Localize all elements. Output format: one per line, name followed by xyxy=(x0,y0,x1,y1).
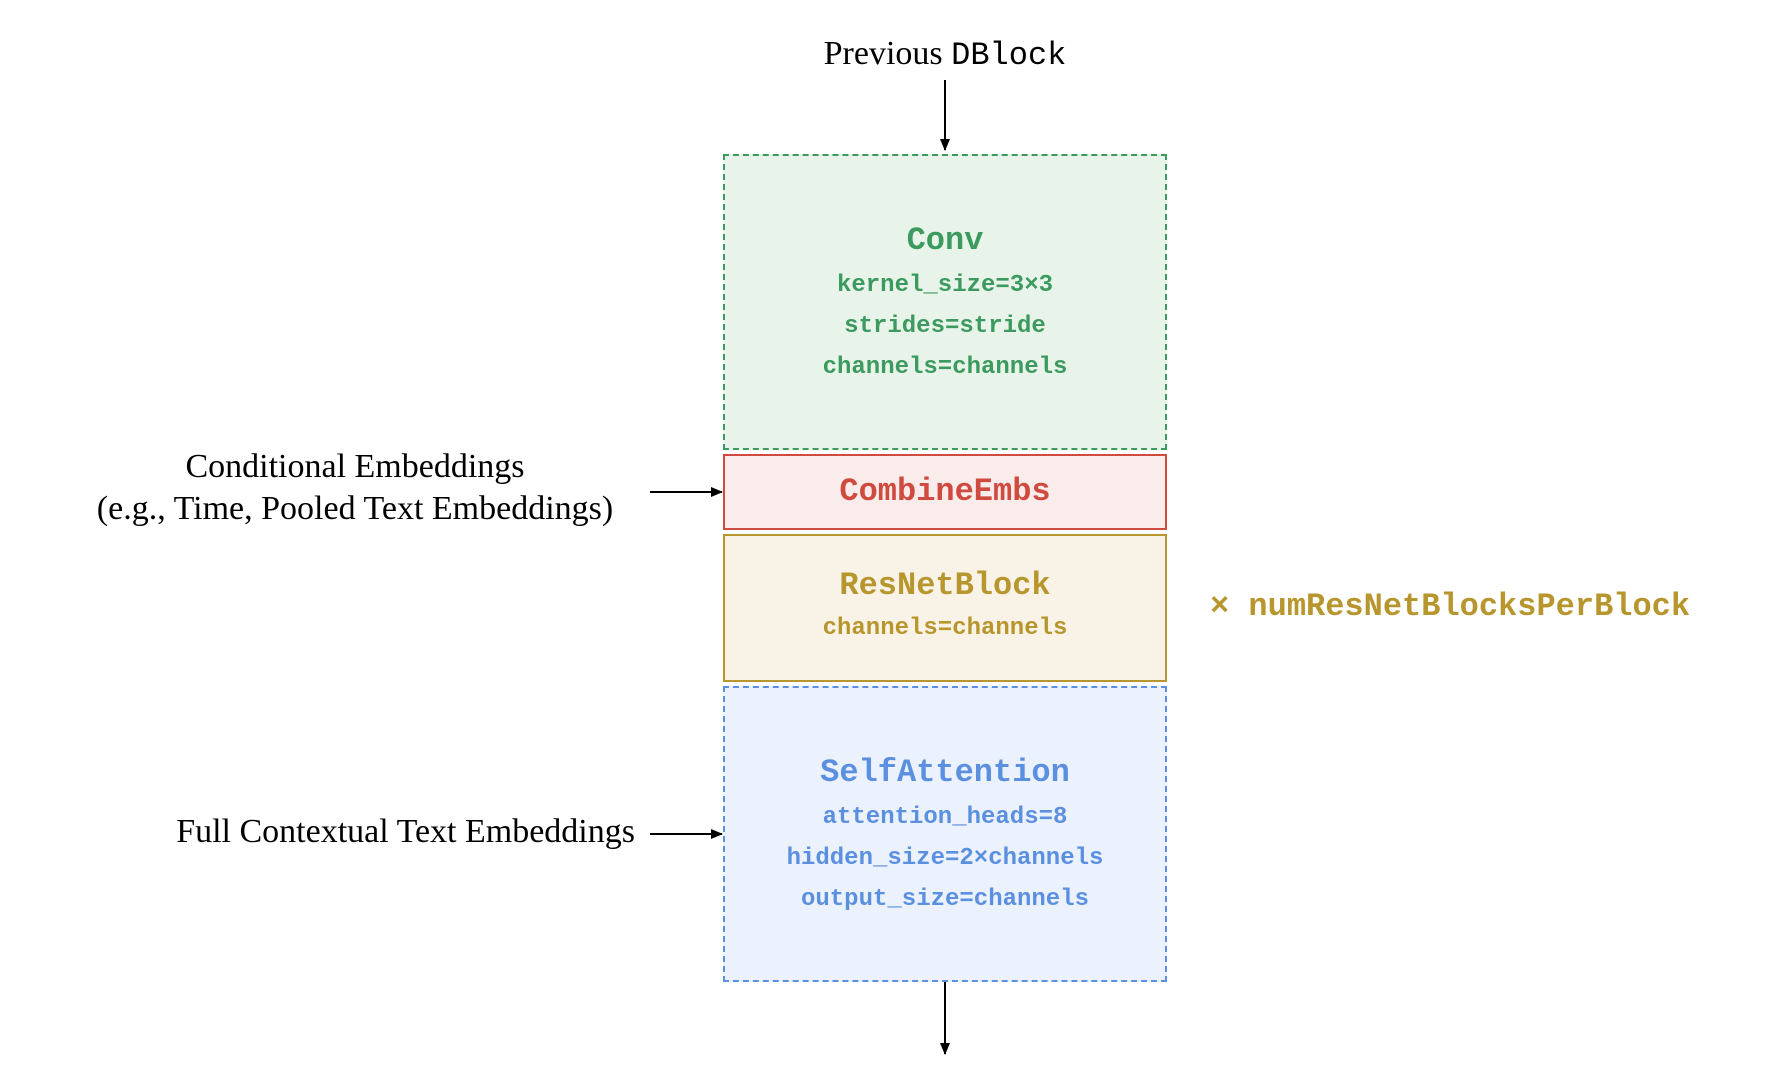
previous-word: Previous xyxy=(823,35,943,72)
dblock-code: DBlock xyxy=(951,37,1067,74)
conv-param-channels: channels=channels xyxy=(822,353,1068,381)
conv-param-kernel: kernel_size=3×3 xyxy=(836,271,1054,299)
combine-embs-title: CombineEmbs xyxy=(839,472,1051,510)
conditional-line1: Conditional Embeddings xyxy=(185,448,525,485)
conditional-line2: (e.g., Time, Pooled Text Embeddings) xyxy=(96,490,614,527)
combine-embs-block: CombineEmbs xyxy=(723,454,1167,530)
contextual-embeddings-label: Full Contextual Text Embeddings xyxy=(176,813,635,850)
conv-title: Conv xyxy=(906,222,984,260)
conv-block: Conv kernel_size=3×3 strides=stride chan… xyxy=(723,154,1167,450)
attention-param-output-size: output_size=channels xyxy=(800,885,1090,913)
resnet-repeat-label: × numResNetBlocksPerBlock xyxy=(1210,588,1691,625)
resnet-block: ResNetBlock channels=channels xyxy=(723,534,1167,682)
attention-param-hidden-size: hidden_size=2×channels xyxy=(786,844,1104,872)
conv-param-strides: strides=stride xyxy=(844,312,1046,340)
self-attention-block: SelfAttention attention_heads=8 hidden_s… xyxy=(723,686,1167,982)
self-attention-title: SelfAttention xyxy=(820,754,1070,792)
resnet-title: ResNetBlock xyxy=(839,567,1051,605)
conditional-embeddings-label: Conditional Embeddings (e.g., Time, Pool… xyxy=(40,446,670,530)
resnet-param-channels: channels=channels xyxy=(822,614,1068,642)
attention-param-heads: attention_heads=8 xyxy=(822,803,1068,831)
previous-dblock-label: Previous DBlock xyxy=(745,34,1145,75)
